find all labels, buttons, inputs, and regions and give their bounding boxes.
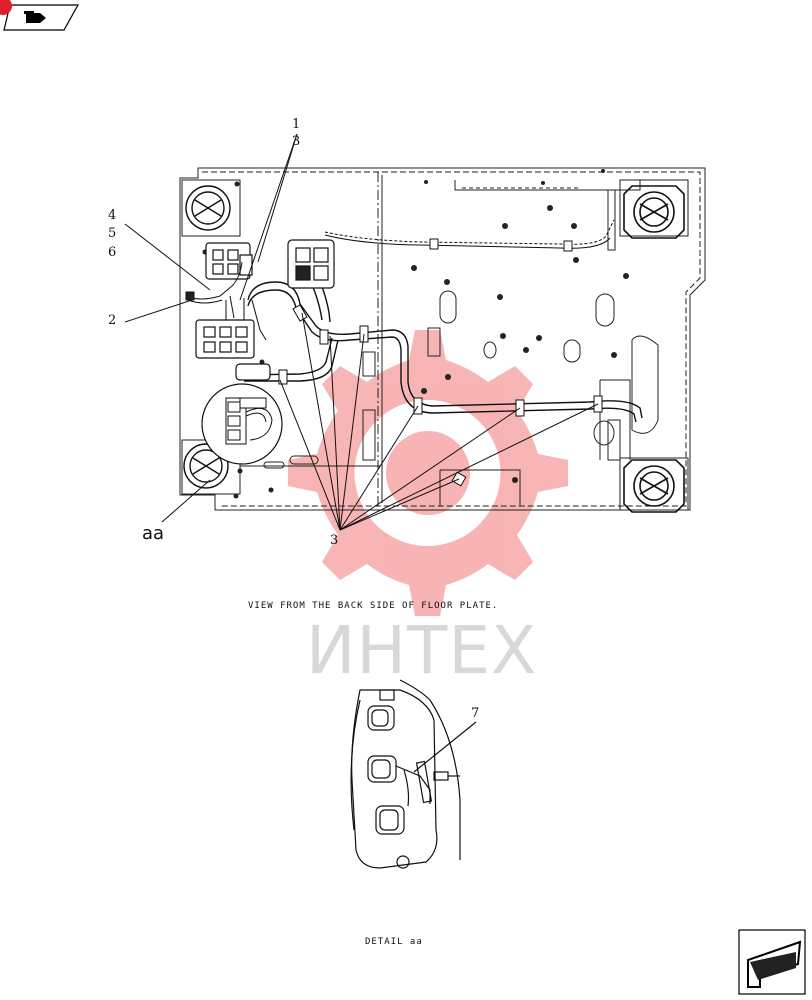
main-view-caption: VIEW FROM THE BACK SIDE OF FLOOR PLATE. [248, 601, 499, 611]
detail-circle-aa [201, 383, 283, 465]
watermark-text: ИНТЕХ [306, 612, 538, 689]
callout-2: 2 [108, 313, 117, 328]
callout-4: 4 [108, 208, 117, 223]
valve-block-middle [195, 319, 255, 359]
floor-plate [179, 167, 706, 511]
plate-cutouts [263, 290, 621, 469]
wire-harness [185, 261, 267, 341]
detail-aa-drawing [350, 679, 477, 869]
mount-disc-top-left [185, 185, 231, 231]
callout-7: 7 [471, 706, 480, 721]
mount-disc-top-right [623, 185, 685, 239]
mount-disc-bottom-right [623, 459, 685, 513]
hose-main [243, 257, 643, 423]
thin-cable [324, 219, 615, 252]
lower-fitting [235, 363, 271, 381]
detail-ref-aa: aa [142, 523, 165, 544]
callout-6: 6 [108, 245, 117, 260]
callout-5: 5 [108, 226, 117, 241]
callout-1: 1 [292, 117, 301, 132]
solenoid-box [287, 239, 335, 289]
detail-caption: DETAIL aa [365, 937, 423, 947]
valve-block-upper [205, 242, 253, 280]
prev-page-icon[interactable] [0, 0, 80, 31]
mount-disc-bottom-left [183, 443, 229, 489]
next-page-icon[interactable] [738, 929, 806, 995]
callout-3-bottom: 3 [330, 533, 339, 548]
leader-lines [124, 133, 599, 531]
watermark-gear [288, 330, 568, 616]
callout-3-top: 3 [292, 134, 301, 149]
